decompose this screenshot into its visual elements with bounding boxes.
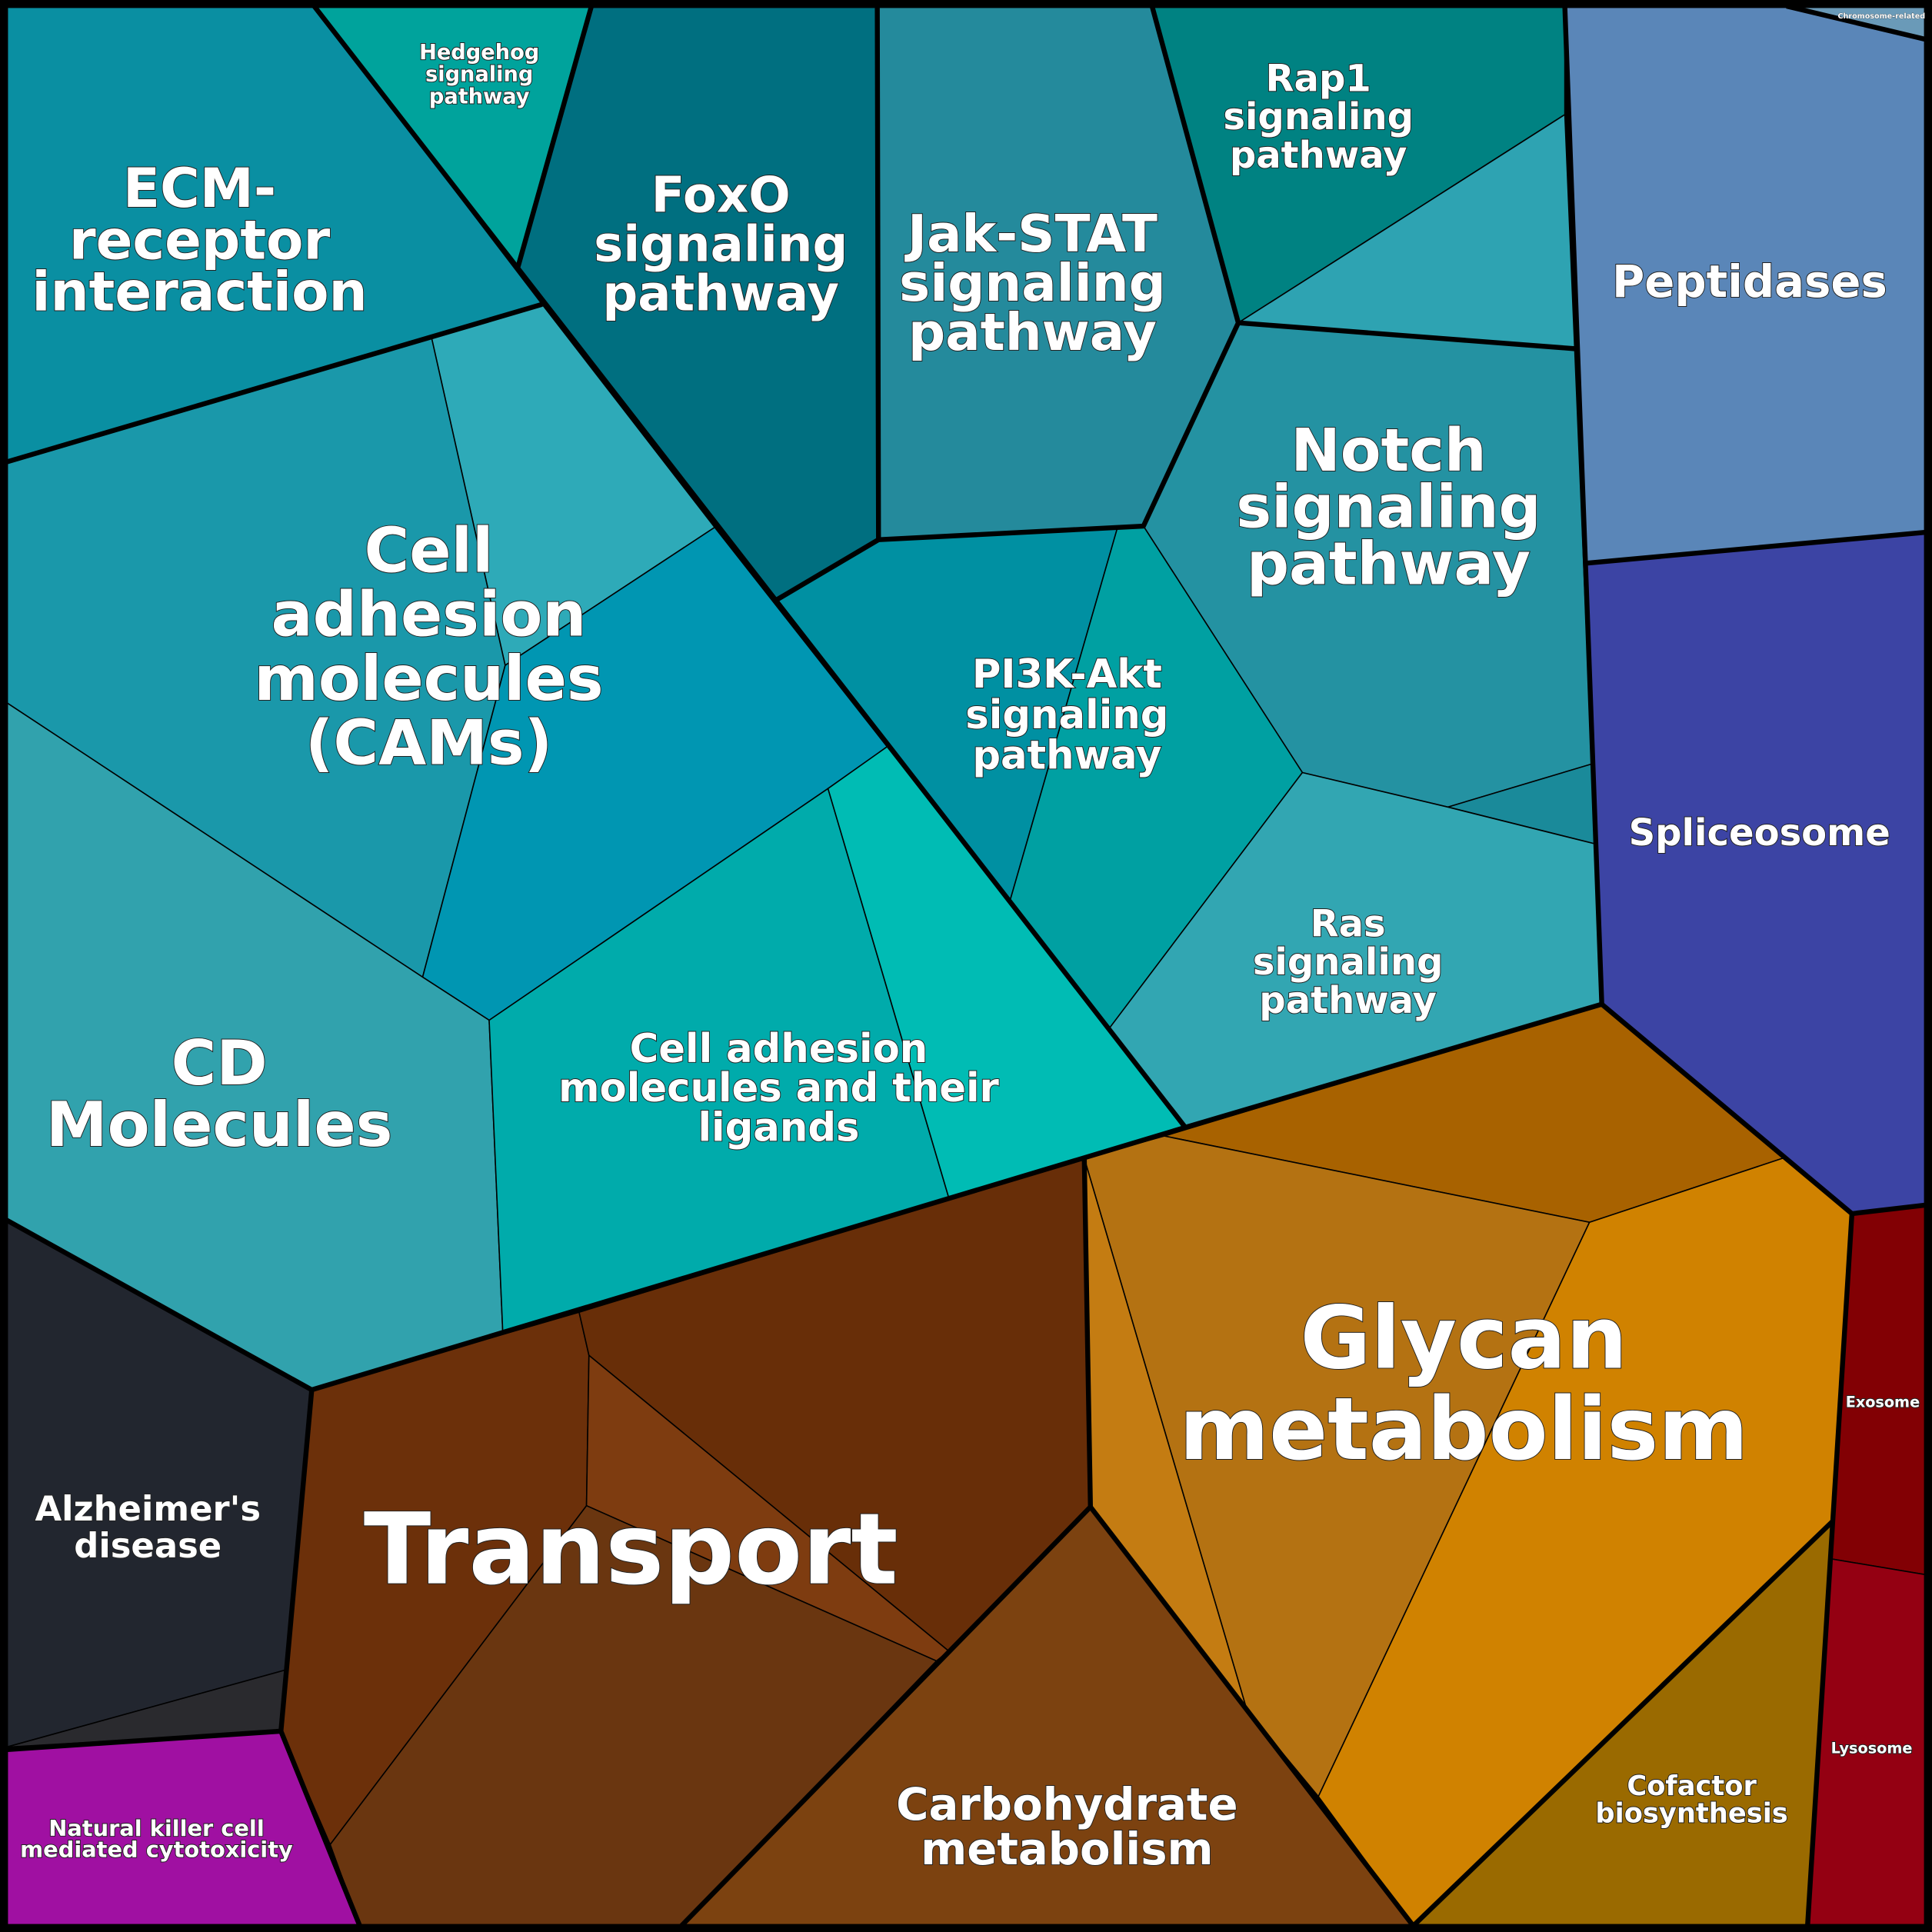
label-line: metabolism [921, 1823, 1213, 1875]
group-border [311, 5, 1188, 1129]
group-border [1786, 3, 1927, 42]
label-line: pathway [602, 266, 839, 323]
label-line: signaling [1236, 474, 1541, 542]
group-border [515, 5, 595, 270]
label-line: Jak-STAT [904, 204, 1158, 264]
label-line: pathway [1247, 530, 1531, 598]
label-line: Cell adhesion [630, 1026, 928, 1072]
label-line: signaling [965, 692, 1168, 738]
group-border [278, 1389, 362, 1927]
group-border [1562, 5, 1927, 1217]
label-line: Alzheimer's [35, 1488, 261, 1529]
label-line: Spliceosome [1629, 811, 1890, 854]
label-line: metabolism [1179, 1380, 1748, 1480]
label-line: pathway [972, 733, 1161, 779]
label-line: FoxO [651, 168, 791, 225]
label-line: signaling [425, 63, 533, 87]
label-line: pathway [1259, 979, 1437, 1022]
label-line: interaction [32, 261, 367, 324]
group-border [1088, 1505, 1416, 1927]
label-line: Peptidases [1612, 255, 1887, 308]
label-line: Rap1 [1266, 58, 1371, 101]
group-border [5, 1001, 1603, 1393]
label-line: molecules and their [558, 1065, 999, 1111]
label-line: Cofactor [1627, 1770, 1757, 1802]
label-line: Hedgehog [419, 41, 539, 65]
label-line: (CAMs) [305, 707, 552, 778]
label-peptidases: Peptidases [1612, 255, 1887, 308]
label-line: mediated cytotoxicity [20, 1836, 293, 1862]
label-line: Natural killer cell [48, 1815, 265, 1841]
label-lysosome: Lysosome [1831, 1740, 1913, 1757]
label-line: Molecules [46, 1089, 392, 1161]
label-line: CD [172, 1028, 268, 1099]
label-chromosome: Chromosome-related [1837, 12, 1925, 21]
label-line: Exosome [1846, 1394, 1920, 1411]
label-line: signaling [1223, 95, 1414, 138]
group-border [5, 301, 543, 465]
label-line: ECM- [123, 157, 276, 220]
label-line: molecules [254, 643, 603, 715]
label-line: Transport [364, 1493, 898, 1607]
label-line: signaling [1253, 941, 1444, 984]
group-border [1804, 1213, 1855, 1927]
group-border [1411, 1520, 1834, 1928]
label-line: Notch [1291, 417, 1486, 485]
group-border [1587, 529, 1927, 566]
label-spliceosome: Spliceosome [1629, 811, 1890, 854]
label-line: Carbohydrate [896, 1778, 1237, 1830]
label-line: pathway [908, 302, 1157, 362]
label-line: pathway [429, 85, 530, 109]
label-line: signaling [594, 217, 848, 274]
group-border [1237, 320, 1575, 351]
group-border [878, 5, 1241, 542]
label-line: signaling [899, 253, 1166, 313]
label-line: ligands [698, 1104, 859, 1151]
label-line: Cell [365, 515, 494, 586]
label-line: Ras [1311, 903, 1386, 946]
label-line: Glycan [1300, 1288, 1627, 1388]
label-transport: Transport [364, 1493, 898, 1607]
label-line: adhesion [271, 579, 587, 651]
label-line: Chromosome-related [1837, 12, 1925, 21]
label-line: receptor [69, 208, 331, 271]
label-exosome: Exosome [1846, 1394, 1920, 1411]
label-line: PI3K-Akt [972, 651, 1162, 698]
group-border [5, 1728, 281, 1753]
label-line: disease [74, 1525, 222, 1566]
label-line: pathway [1230, 134, 1407, 177]
label-line: Lysosome [1831, 1740, 1913, 1757]
label-line: biosynthesis [1595, 1797, 1787, 1829]
